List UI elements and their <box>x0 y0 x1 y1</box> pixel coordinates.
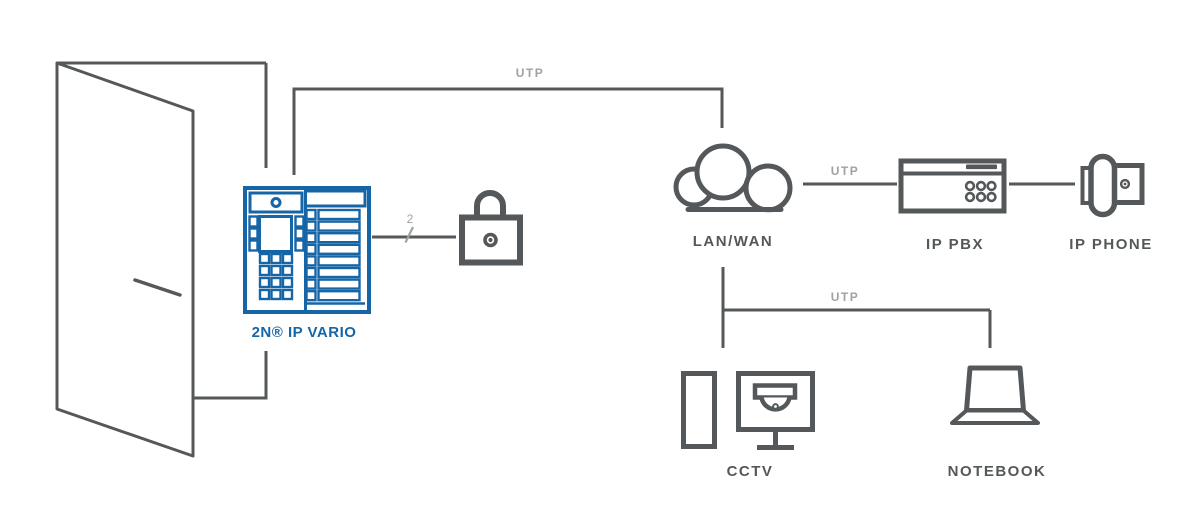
padlock-shackle <box>474 190 506 219</box>
utp-label-top: UTP <box>515 66 545 80</box>
lan-wan-label: LAN/WAN <box>692 233 774 250</box>
wire-count-slash <box>404 226 414 243</box>
padlock-icon <box>459 190 523 266</box>
door-leaf <box>55 61 195 458</box>
door-frame <box>57 61 268 400</box>
intercom-keypad <box>258 252 294 301</box>
pbx-vent-slot <box>966 164 997 170</box>
connection-lines <box>292 87 1075 348</box>
ip-phone-label: IP PHONE <box>1069 236 1153 253</box>
cctv-icon <box>681 371 815 450</box>
utp-label-lower: UTP <box>830 290 860 304</box>
notebook-base <box>950 408 1040 425</box>
cctv-label: CCTV <box>726 463 774 480</box>
intercom-camera-lens <box>270 197 282 208</box>
phone-handset <box>1088 153 1118 218</box>
door-icon <box>55 61 268 458</box>
intercom-display <box>258 215 293 253</box>
dome-camera-lens <box>772 403 779 410</box>
ip-pbx-label: IP PBX <box>926 236 984 253</box>
pbx-ports <box>964 180 997 203</box>
utp-line-intercom-to-cloud <box>292 87 724 175</box>
notebook-label: NOTEBOOK <box>947 463 1047 480</box>
ip-phone-icon <box>1080 153 1145 218</box>
cctv-tower <box>681 371 717 449</box>
door-handle <box>133 278 182 297</box>
notebook-icon <box>950 365 1040 425</box>
intercom-nameplate-module <box>304 189 367 305</box>
intercom-icon <box>243 186 371 314</box>
dome-camera-mount <box>752 383 798 400</box>
utp-label-pbx: UTP <box>830 164 860 178</box>
intercom-label: 2N® IP VARIO <box>251 324 357 341</box>
ip-pbx-icon <box>898 158 1007 214</box>
utp-line-cloud-to-cctv-notebook <box>721 267 992 348</box>
wire-count-label: 2 <box>406 212 414 226</box>
cloud-icon <box>664 143 804 247</box>
notebook-screen <box>964 365 1026 413</box>
intercom-side-buttons <box>248 215 305 252</box>
intercom-speaker-panel <box>248 191 304 214</box>
